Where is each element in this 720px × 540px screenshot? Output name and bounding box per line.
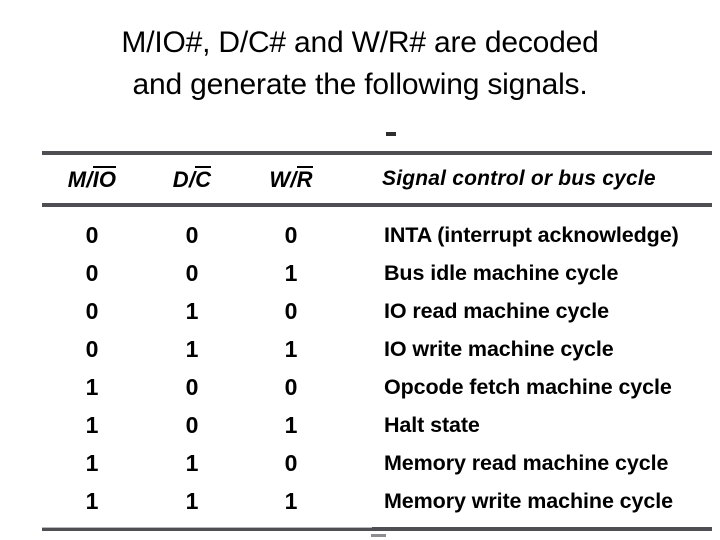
table-row: 1 1 1 Memory write machine cycle: [42, 482, 712, 520]
table-row: 0 1 1 IO write machine cycle: [42, 330, 712, 368]
scan-artifact-bottom-dash: [371, 534, 386, 537]
cell-wr: 0: [284, 373, 298, 400]
cell-dc: 1: [185, 449, 199, 476]
cell-dc: 1: [185, 297, 199, 324]
table-header-rule: [42, 203, 712, 207]
column-header-wr-overline: R: [296, 165, 313, 192]
page-title-line-1: M/IO#, D/C# and W/R# are decoded: [121, 26, 599, 59]
cell-dc: 1: [185, 487, 199, 514]
cell-mio: 0: [85, 297, 99, 324]
column-header-dc: D/C: [142, 165, 242, 193]
cell-dc: 0: [185, 221, 199, 248]
cell-wr: 1: [284, 335, 298, 362]
cell-wr: 0: [284, 449, 298, 476]
cell-mio: 0: [85, 221, 99, 248]
cell-wr: 1: [284, 487, 298, 514]
cell-wr: 0: [284, 297, 298, 324]
table-header-row: M/IO D/C W/R Signal control or bus cycle: [42, 155, 712, 203]
table-row: 0 0 0 INTA (interrupt acknowledge): [42, 216, 712, 254]
column-header-dc-prefix: D/: [172, 166, 196, 192]
cell-dc: 0: [185, 411, 199, 438]
cell-description: Memory write machine cycle: [384, 488, 673, 513]
scan-artifact-top-dash: [386, 132, 396, 136]
bus-cycle-truth-table: M/IO D/C W/R Signal control or bus cycle…: [42, 151, 712, 531]
cell-dc: 1: [185, 335, 199, 362]
column-header-wr-prefix: W/: [269, 166, 297, 192]
cell-mio: 1: [85, 411, 99, 438]
cell-description: INTA (interrupt acknowledge): [384, 222, 679, 247]
cell-description: Memory read machine cycle: [384, 450, 669, 475]
cell-wr: 0: [284, 221, 298, 248]
table-row: 1 0 1 Halt state: [42, 406, 712, 444]
table-top-rule: [42, 151, 712, 155]
cell-dc: 0: [185, 373, 199, 400]
table-bottom-rule: [42, 527, 712, 531]
table-body: 0 0 0 INTA (interrupt acknowledge) 0 0 1…: [42, 207, 712, 527]
cell-description: Bus idle machine cycle: [384, 260, 619, 285]
cell-mio: 1: [85, 487, 99, 514]
cell-description: IO read machine cycle: [384, 298, 609, 323]
column-header-signal-control: Signal control or bus cycle: [382, 167, 656, 190]
column-header-wr: W/R: [242, 165, 340, 193]
table-row: 0 0 1 Bus idle machine cycle: [42, 254, 712, 292]
cell-wr: 1: [284, 259, 298, 286]
cell-description: IO write machine cycle: [384, 336, 614, 361]
column-header-mio: M/IO: [42, 165, 142, 193]
cell-wr: 1: [284, 411, 298, 438]
cell-mio: 0: [85, 259, 99, 286]
cell-dc: 0: [185, 259, 199, 286]
column-header-mio-prefix: M/: [67, 166, 93, 192]
cell-mio: 1: [85, 373, 99, 400]
column-header-dc-overline: C: [195, 165, 212, 192]
table-row: 1 0 0 Opcode fetch machine cycle: [42, 368, 712, 406]
page-title-line-2: and generate the following signals.: [132, 68, 588, 101]
cell-mio: 0: [85, 335, 99, 362]
table-row: 1 1 0 Memory read machine cycle: [42, 444, 712, 482]
table-row: 0 1 0 IO read machine cycle: [42, 292, 712, 330]
cell-mio: 1: [85, 449, 99, 476]
page-title: M/IO#, D/C# and W/R# are decoded and gen…: [0, 22, 720, 106]
cell-description: Halt state: [384, 412, 480, 437]
cell-description: Opcode fetch machine cycle: [384, 374, 672, 399]
column-header-mio-overline: IO: [92, 165, 117, 192]
